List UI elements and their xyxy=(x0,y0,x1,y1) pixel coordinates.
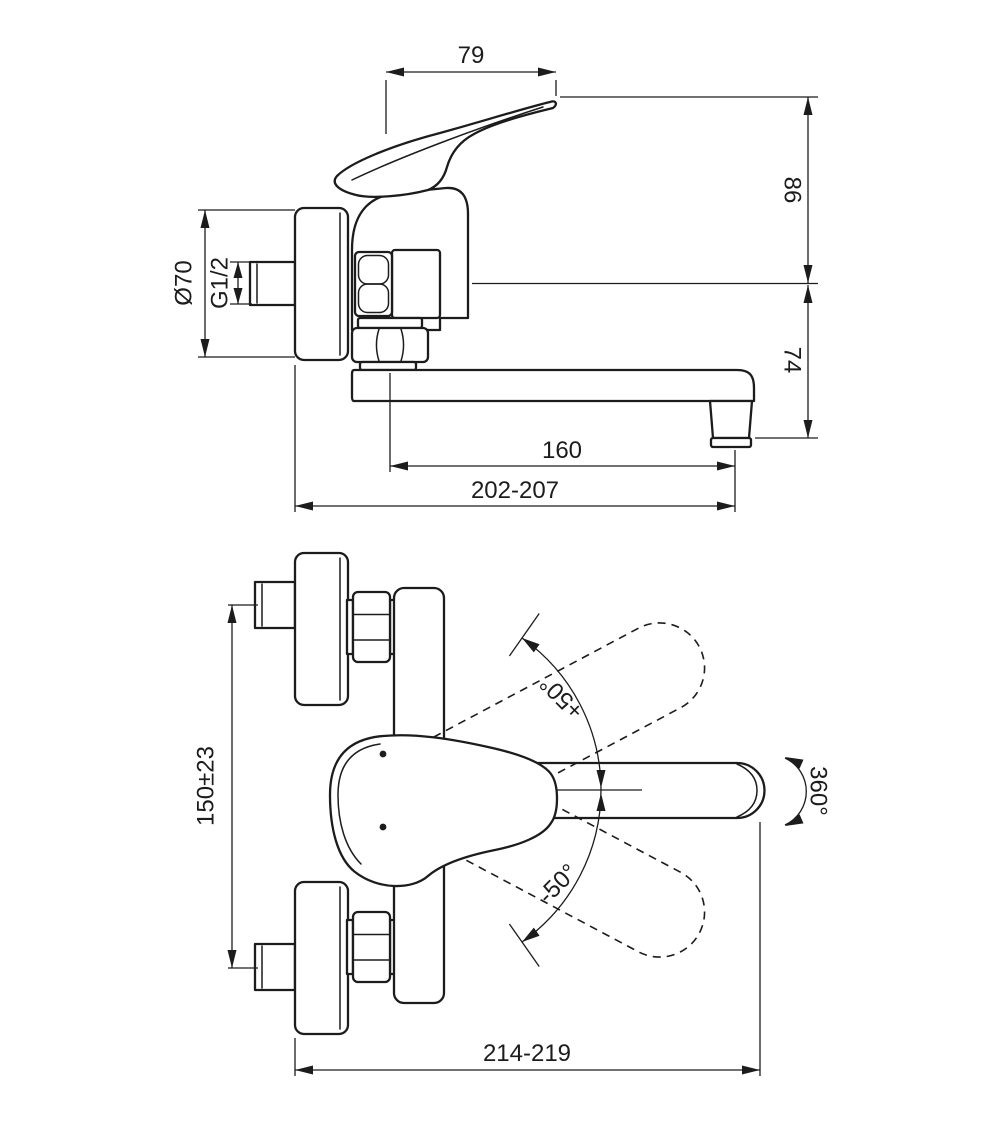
inlet-stub-lower xyxy=(253,942,297,992)
dim-label-74: 74 xyxy=(779,347,806,374)
dim-label-202-207: 202-207 xyxy=(471,477,559,504)
handle-screw-dot-lower xyxy=(379,823,387,831)
escutcheon-upper xyxy=(293,551,350,707)
dim-label-minus50: -50° xyxy=(533,859,583,909)
dim-202-207: 202-207 xyxy=(294,365,735,512)
spout-ghost-up xyxy=(384,622,706,836)
connection-block xyxy=(390,248,442,320)
swivel-nut-side xyxy=(350,316,430,372)
dim-escutcheon-diameter: Ø70 xyxy=(171,209,295,358)
dim-label-150: 150±23 xyxy=(193,746,220,826)
hex-nut-front-lower xyxy=(345,910,398,984)
dim-214-219: 214-219 xyxy=(294,822,761,1076)
dim-label-thread: G1/2 xyxy=(207,257,234,309)
dim-label-diameter: Ø70 xyxy=(171,260,198,305)
handle-screw-dot-upper xyxy=(379,750,387,758)
hex-nut-upper xyxy=(353,250,394,318)
hex-nut-front-upper xyxy=(345,590,398,664)
dim-160: 160 xyxy=(390,437,736,512)
dim-74: 74 xyxy=(755,285,818,439)
dim-360-swivel: 360° xyxy=(784,757,832,826)
aerator xyxy=(708,399,754,440)
dim-thread: G1/2 xyxy=(207,257,252,309)
dim-label-79: 79 xyxy=(458,42,485,69)
inlet-stub-upper xyxy=(253,580,297,630)
dim-79: 79 xyxy=(385,42,557,134)
dim-label-86: 86 xyxy=(779,177,806,204)
escutcheon-side xyxy=(293,206,350,362)
side-view: 79 86 74 Ø70 xyxy=(171,42,818,512)
escutcheon-lower xyxy=(293,880,350,1036)
dim-86: 86 xyxy=(472,96,818,285)
lever-handle-side xyxy=(333,100,557,198)
spout-ghost-down xyxy=(384,744,706,958)
front-view: +50° -50° 360° 150±23 214-219 xyxy=(193,551,832,1076)
handle-dome-front xyxy=(328,734,559,888)
spout-side xyxy=(350,368,756,472)
dim-label-360: 360° xyxy=(805,766,832,816)
inlet-stub-side xyxy=(248,260,297,307)
dim-label-plus50: +50° xyxy=(535,670,590,725)
dim-label-160: 160 xyxy=(542,437,582,464)
dim-150: 150±23 xyxy=(193,604,258,969)
dim-label-214-219: 214-219 xyxy=(483,1040,571,1067)
